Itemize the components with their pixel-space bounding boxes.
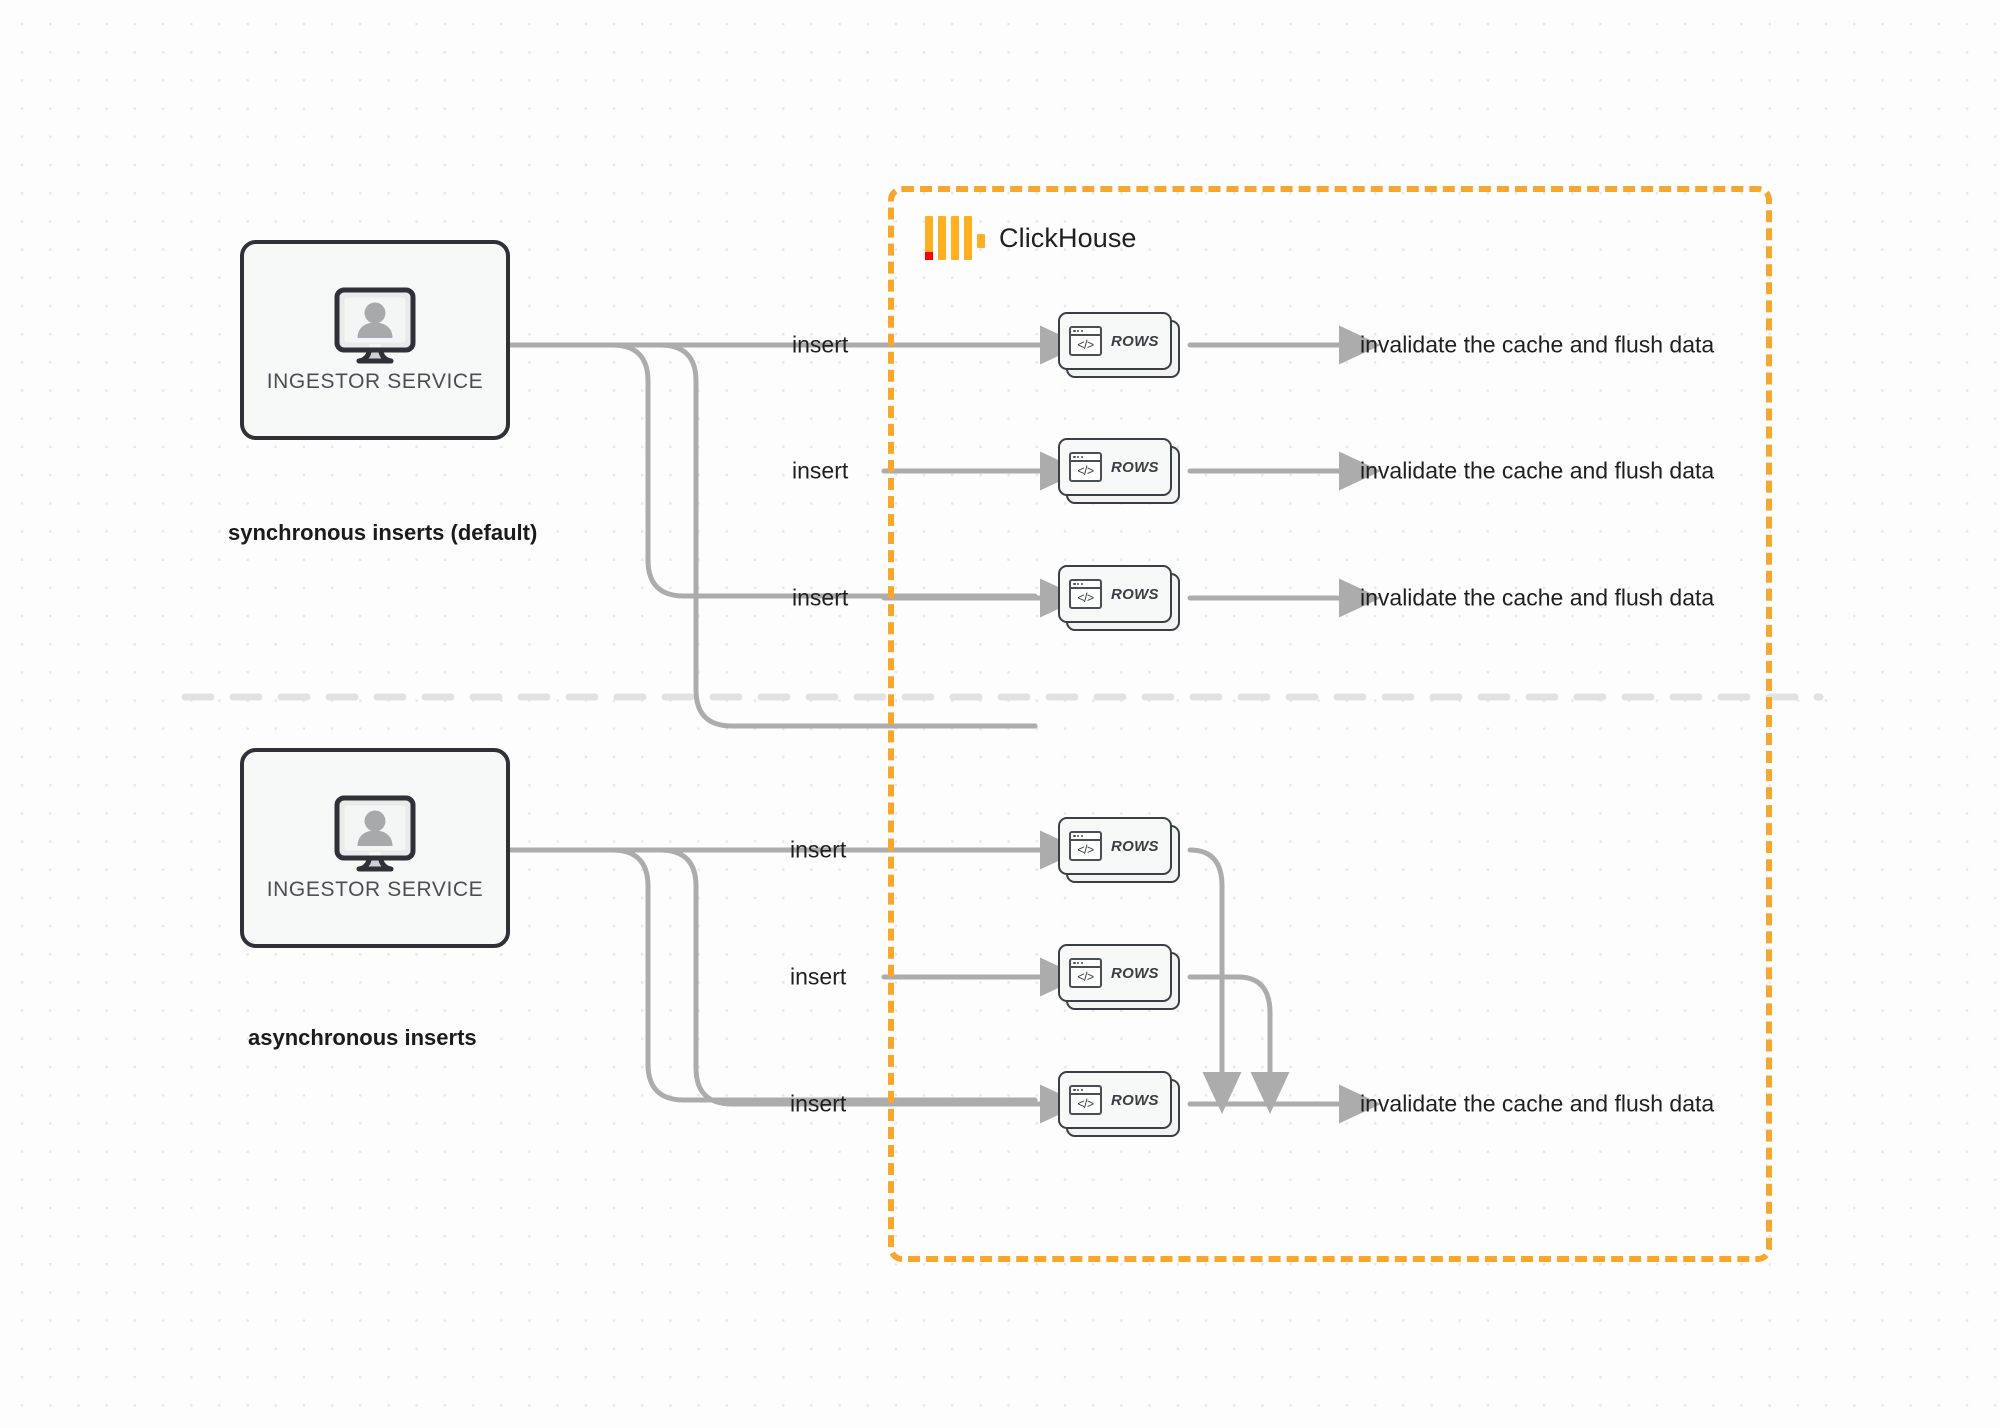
rows-card-label: ROWS — [1111, 458, 1159, 476]
rows-card-sync-3[interactable]: </> ROWS — [1058, 565, 1180, 631]
ingestor-service-async[interactable]: INGESTOR SERVICE — [240, 748, 510, 948]
code-window-icon: </> — [1069, 958, 1102, 988]
outcome-label-sync-2: invalidate the cache and flush data — [1360, 457, 1715, 484]
rows-card-label: ROWS — [1111, 585, 1159, 603]
insert-label-async-1: insert — [790, 836, 847, 863]
outcome-label-sync-1: invalidate the cache and flush data — [1360, 331, 1715, 358]
caption-sync: synchronous inserts (default) — [228, 520, 538, 545]
caption-async: asynchronous inserts — [248, 1025, 477, 1050]
rows-card-label: ROWS — [1111, 837, 1159, 855]
clickhouse-region — [888, 186, 1772, 1262]
rows-card-sync-2[interactable]: </> ROWS — [1058, 438, 1180, 504]
code-window-icon: </> — [1069, 326, 1102, 356]
monitor-user-icon — [334, 795, 416, 872]
ingestor-service-label-sync: INGESTOR SERVICE — [266, 370, 484, 393]
insert-label-sync-1: insert — [792, 331, 849, 358]
clickhouse-branding: ClickHouse — [925, 216, 1137, 260]
ingestor-service-label-async: INGESTOR SERVICE — [266, 878, 484, 901]
clickhouse-label: ClickHouse — [999, 222, 1137, 253]
rows-card-label: ROWS — [1111, 964, 1159, 982]
clickhouse-logo — [925, 216, 985, 260]
insert-label-async-2: insert — [790, 963, 847, 990]
outcome-label-sync-3: invalidate the cache and flush data — [1360, 584, 1715, 611]
code-window-icon: </> — [1069, 831, 1102, 861]
monitor-user-icon — [334, 287, 416, 364]
rows-card-async-3[interactable]: </> ROWS — [1058, 1071, 1180, 1137]
insert-label-sync-2: insert — [792, 457, 849, 484]
rows-card-label: ROWS — [1111, 1091, 1159, 1109]
insert-label-async-3: insert — [790, 1090, 847, 1117]
rows-card-async-2[interactable]: </> ROWS — [1058, 944, 1180, 1010]
ingestor-service-sync[interactable]: INGESTOR SERVICE — [240, 240, 510, 440]
rows-card-async-1[interactable]: </> ROWS — [1058, 817, 1180, 883]
rows-card-sync-1[interactable]: </> ROWS — [1058, 312, 1180, 378]
insert-label-sync-3: insert — [792, 584, 849, 611]
outcome-label-async: invalidate the cache and flush data — [1360, 1090, 1715, 1117]
code-window-icon: </> — [1069, 1085, 1102, 1115]
code-window-icon: </> — [1069, 452, 1102, 482]
code-window-icon: </> — [1069, 579, 1102, 609]
rows-card-label: ROWS — [1111, 332, 1159, 350]
